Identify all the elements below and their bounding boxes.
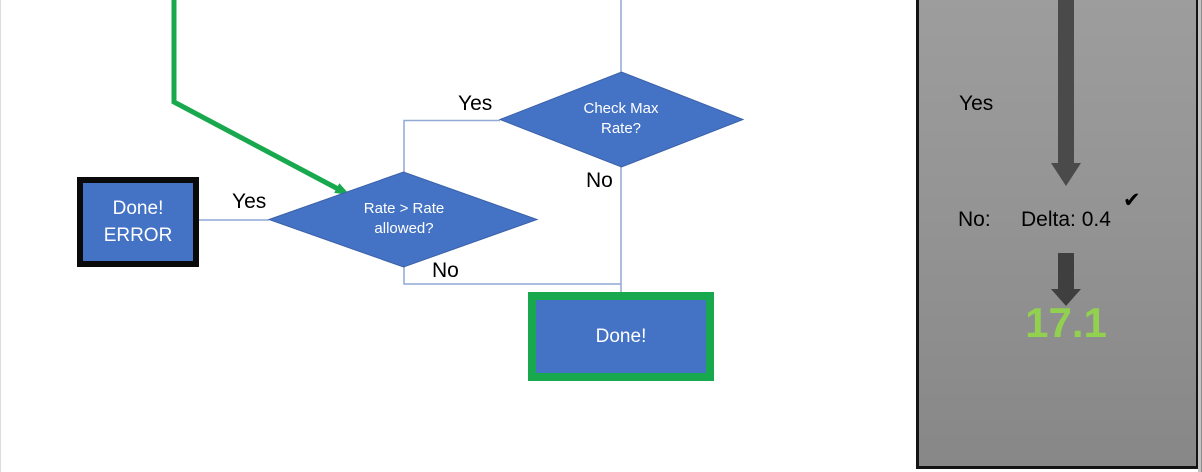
check-max-yes-label: Yes (458, 92, 493, 115)
result-value: 17.1 (1025, 299, 1107, 346)
done-error-line2: ERROR (103, 225, 173, 246)
green-flow-line (171, 0, 342, 193)
check-max-no-label: No (586, 169, 613, 192)
right-edge-strip (1198, 0, 1201, 472)
checkmark-icon: ✔ (1123, 189, 1141, 212)
slide-left-edge (0, 0, 1, 472)
done-node-label: Done! (595, 326, 647, 347)
rate-allowed-no-label: No (432, 259, 459, 282)
done-node: Done! (528, 292, 714, 381)
done-error-node: Done! ERROR (77, 177, 199, 267)
status-side-panel: Yes No: Delta: 0.4 ✔ 17.1 (916, 0, 1198, 469)
connector-check-max-yes (403, 119, 500, 172)
rate-allowed-diamond (267, 171, 539, 268)
down-arrow2-icon-head (1051, 289, 1081, 306)
rate-allowed-label: Rate > Rate allowed? (363, 200, 445, 237)
down-arrow-icon (1058, 0, 1074, 163)
rate-allowed-yes-label: Yes (232, 190, 267, 213)
panel-delta-value: Delta: 0.4 (1021, 208, 1111, 231)
check-max-rate-label: Check Max Rate? (583, 100, 659, 137)
down-arrow-icon-head (1051, 163, 1081, 186)
panel-yes-label: Yes (959, 92, 994, 115)
check-max-rate-diamond (498, 71, 745, 168)
connector-rate-no (403, 267, 621, 285)
panel-no-label: No: (958, 208, 991, 231)
done-error-line1: Done! (112, 198, 164, 219)
down-arrow2-icon (1058, 253, 1074, 289)
